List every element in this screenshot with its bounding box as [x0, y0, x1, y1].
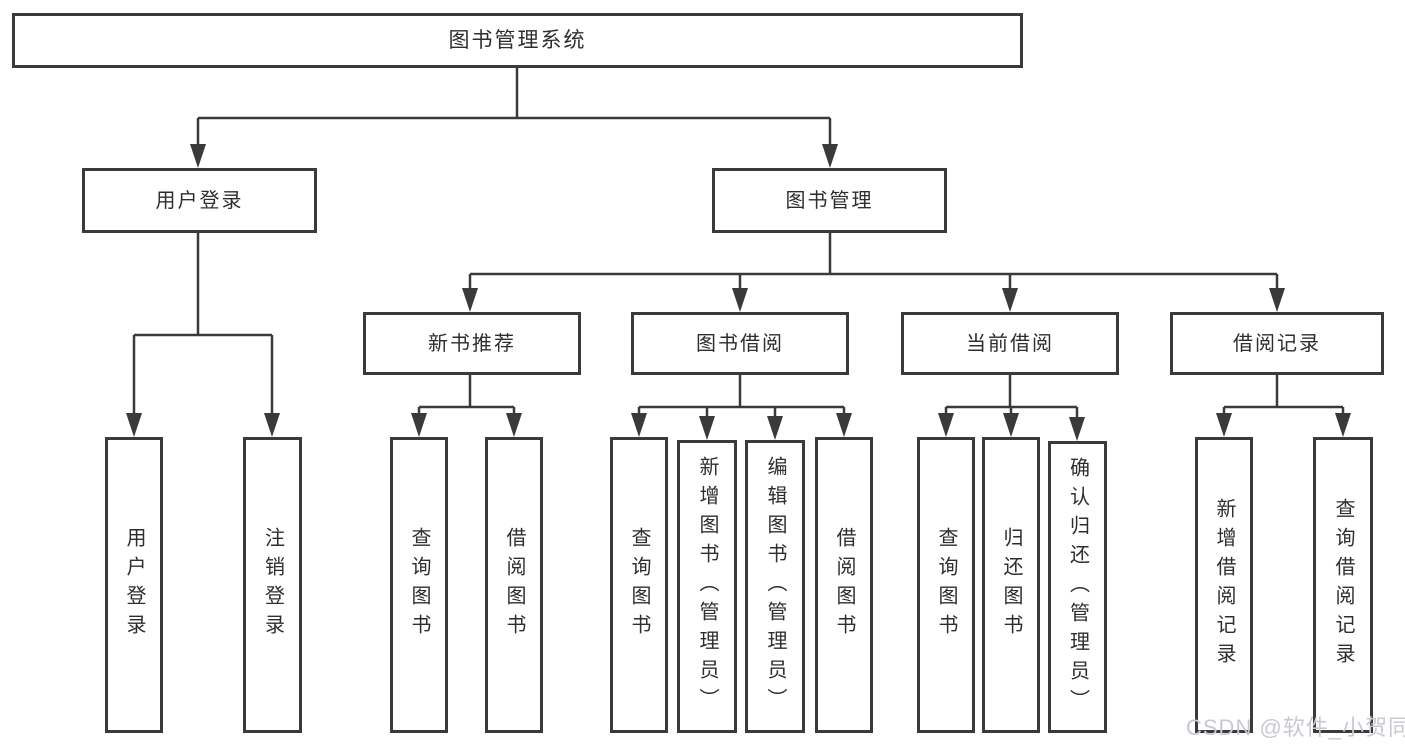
- leaf-borrow-books: 借阅图书: [815, 437, 873, 733]
- leaf-add-books-admin: 新增图书（管理员）: [677, 440, 737, 733]
- leaf-confirm-return-admin: 确认归还（管理员）: [1048, 441, 1107, 733]
- leaf-query-books-borrow: 查询图书: [610, 437, 668, 733]
- leaf-user-login: 用户登录: [105, 437, 163, 733]
- node-root-library-management-system: 图书管理系统: [12, 13, 1023, 68]
- leaf-borrow-books-recommend: 借阅图书: [485, 437, 543, 733]
- node-book-management-branch: 图书管理: [712, 168, 947, 233]
- leaf-return-books: 归还图书: [982, 437, 1040, 733]
- leaf-query-books-current: 查询图书: [917, 437, 975, 733]
- node-current-borrow: 当前借阅: [901, 312, 1119, 375]
- leaf-logout: 注销登录: [243, 437, 302, 733]
- leaf-edit-books-admin: 编辑图书（管理员）: [745, 440, 805, 733]
- leaf-query-books-recommend: 查询图书: [390, 437, 448, 733]
- connector-paths: [132, 68, 1345, 420]
- node-borrow-records: 借阅记录: [1170, 312, 1384, 375]
- node-new-book-recommend: 新书推荐: [363, 312, 581, 375]
- leaf-query-borrow-record: 查询借阅记录: [1313, 437, 1373, 733]
- leaf-add-borrow-record: 新增借阅记录: [1195, 437, 1253, 733]
- node-user-login-branch: 用户登录: [82, 168, 317, 233]
- node-book-borrow: 图书借阅: [631, 312, 849, 375]
- connector-arrowheads: [126, 144, 1351, 441]
